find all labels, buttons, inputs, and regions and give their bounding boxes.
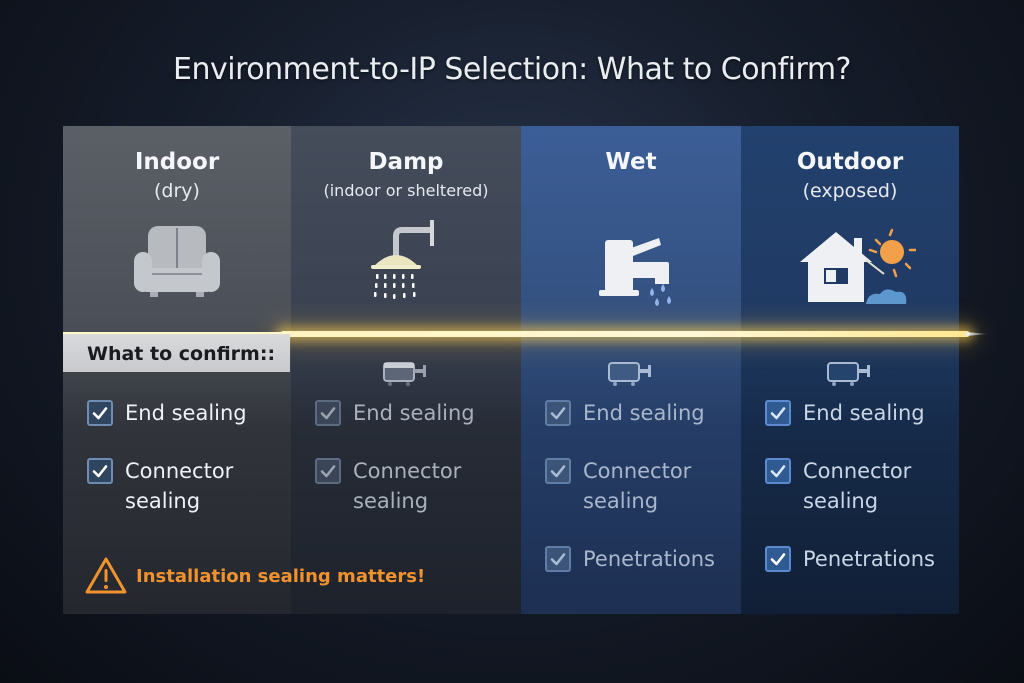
- checkbox-checked[interactable]: [87, 400, 113, 426]
- checklist-item[interactable]: Penetrations: [545, 544, 715, 574]
- strip-light-icon: [824, 359, 876, 391]
- checklist-item[interactable]: Connector sealing: [315, 456, 483, 516]
- house-sun-icon: [796, 224, 918, 312]
- strip-light-icon: [605, 359, 657, 391]
- column-subtitle: (exposed): [802, 180, 898, 202]
- what-to-confirm-label: What to confirm::: [63, 332, 290, 372]
- warning-text: Installation sealing matters!: [136, 565, 426, 587]
- checkbox-checked[interactable]: [315, 400, 341, 426]
- strip-light-icon: [380, 359, 432, 391]
- checkbox-checked[interactable]: [545, 546, 571, 572]
- light-beam-divider: [280, 331, 970, 337]
- item-label: End sealing: [583, 401, 705, 425]
- faucet-icon: [597, 228, 677, 312]
- check-icon: [320, 465, 336, 478]
- item-label: End sealing: [353, 401, 475, 425]
- warning-note: Installation sealing matters!: [84, 556, 425, 596]
- environment-grid: Indoor (dry) End sealing: [63, 126, 959, 614]
- checklist-item[interactable]: Connector sealing: [545, 456, 715, 516]
- column-title: Damp: [368, 149, 444, 175]
- check-icon: [770, 553, 786, 566]
- check-icon: [550, 465, 566, 478]
- check-icon: [770, 465, 786, 478]
- checkbox-checked[interactable]: [315, 458, 341, 484]
- item-label: Connector sealing: [803, 459, 912, 513]
- item-label: End sealing: [125, 401, 247, 425]
- item-label: Connector sealing: [353, 459, 462, 513]
- item-label: End sealing: [803, 401, 925, 425]
- check-icon: [550, 553, 566, 566]
- checkbox-checked[interactable]: [765, 400, 791, 426]
- column-subtitle: (dry): [154, 180, 200, 202]
- shower-head-icon: [366, 220, 446, 310]
- warning-triangle-icon: [85, 557, 127, 594]
- armchair-icon: [132, 222, 222, 306]
- column-title: Outdoor: [796, 149, 904, 175]
- check-icon: [92, 407, 108, 420]
- checklist-item[interactable]: End sealing: [545, 398, 715, 428]
- check-icon: [320, 407, 336, 420]
- item-label: Penetrations: [583, 547, 715, 571]
- column-subtitle: (indoor or sheltered): [323, 181, 489, 200]
- checkbox-checked[interactable]: [87, 458, 113, 484]
- check-icon: [550, 407, 566, 420]
- checklist-item[interactable]: End sealing: [765, 398, 935, 428]
- item-label: Connector sealing: [125, 459, 234, 513]
- column-title: Indoor: [134, 149, 220, 175]
- item-label: Penetrations: [803, 547, 935, 571]
- column-outdoor: Outdoor (exposed): [741, 126, 959, 614]
- checklist-item[interactable]: Penetrations: [765, 544, 935, 574]
- checklist-item[interactable]: End sealing: [315, 398, 483, 428]
- check-icon: [770, 407, 786, 420]
- column-wet: Wet: [521, 126, 741, 614]
- checkbox-checked[interactable]: [765, 546, 791, 572]
- item-label: Connector sealing: [583, 459, 692, 513]
- checkbox-checked[interactable]: [545, 458, 571, 484]
- page-title: Environment-to-IP Selection: What to Con…: [173, 52, 851, 87]
- checklist-item[interactable]: End sealing: [87, 398, 255, 428]
- light-beam-tip: [966, 332, 988, 336]
- checkbox-checked[interactable]: [765, 458, 791, 484]
- checkbox-checked[interactable]: [545, 400, 571, 426]
- column-title: Wet: [605, 149, 657, 175]
- column-damp: Damp (indoor or sheltered): [291, 126, 521, 614]
- check-icon: [92, 465, 108, 478]
- checklist-item[interactable]: Connector sealing: [765, 456, 935, 516]
- checklist-item[interactable]: Connector sealing: [87, 456, 255, 516]
